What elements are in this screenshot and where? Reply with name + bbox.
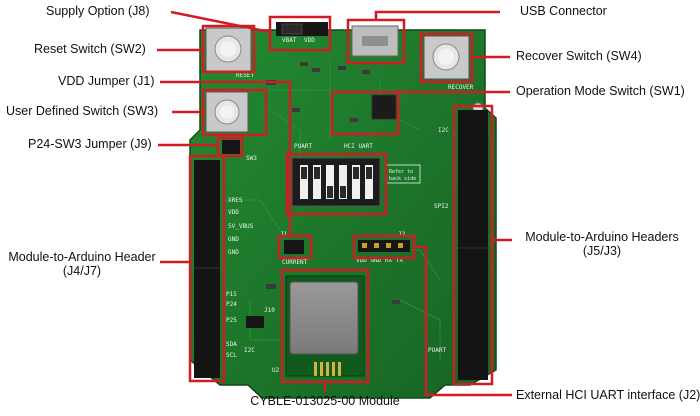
silk-j2: J2: [398, 231, 406, 238]
silk-recover: RECOVER: [448, 84, 474, 91]
cyble-module: [285, 275, 365, 377]
user-switch-sw3: [205, 91, 249, 133]
callout-box-left-header: [188, 154, 226, 383]
silk-p24: P24: [226, 301, 237, 308]
leader-j2: [414, 245, 512, 397]
label-vdd-jumper: VDD Jumper (J1): [58, 74, 155, 88]
vdd-jumper-j1: [284, 240, 304, 254]
label-module-to-arduino-header-line1: Module-to-Arduino Header: [8, 250, 156, 264]
silk-vbat: VBAT: [282, 37, 297, 44]
silk-hci-uart: HCI UART: [344, 143, 373, 150]
callout-box-j9: [216, 136, 244, 158]
label-module-to-arduino-headers: Module-to-Arduino Headers (J5/J3): [512, 230, 692, 258]
label-module: CYBLE-013025-00 Module: [250, 394, 400, 408]
silk-reset: RESET: [236, 72, 254, 79]
silk-5v-vbus: 5V_VBUS: [228, 223, 254, 230]
silk-i2c-left: I2C: [244, 347, 255, 354]
label-operation-mode-switch: Operation Mode Switch (SW1): [516, 84, 685, 98]
silk-j1: J1: [280, 231, 288, 238]
label-module-to-arduino-headers-line2: (J5/J3): [582, 244, 622, 258]
silk-refer: Refer to: [389, 169, 413, 175]
label-recover-switch: Recover Switch (SW4): [516, 49, 642, 63]
silk-gnd-2: GND: [228, 249, 239, 256]
main-ic: [371, 94, 397, 120]
label-usb-connector: USB Connector: [520, 4, 607, 18]
p24-sw3-jumper-j9: [222, 140, 240, 154]
silk-vdd-gnd-rx-tx: VDD GND RX TX: [356, 257, 403, 264]
label-module-to-arduino-header: Module-to-Arduino Header (J4/J7): [2, 250, 162, 278]
callout-box-supply: [268, 15, 332, 52]
silk-back-side: back side: [389, 176, 416, 182]
right-arduino-header: [458, 110, 488, 380]
silk-p25: P25: [226, 317, 237, 324]
label-module-to-arduino-header-line2: (J4/J7): [62, 264, 102, 278]
callout-box-j1: [277, 234, 313, 260]
label-supply-option: Supply Option (J8): [46, 4, 150, 18]
callout-box-right-header: [452, 104, 494, 386]
silk-vdd-left: VDD: [228, 209, 239, 216]
silk-puart: PUART: [294, 143, 312, 150]
silk-spi2: SPI2: [434, 203, 449, 210]
silkscreen: RESET RECOVER VDD VBAT PUART HCI UART Re…: [226, 37, 474, 374]
supply-option-j8: [276, 22, 328, 36]
silk-j10: J10: [264, 307, 275, 314]
leader-supply: [170, 10, 271, 34]
silk-i2c: I2C: [438, 127, 449, 134]
usb-connector: [351, 25, 399, 57]
callout-box-dip: [285, 152, 388, 216]
silk-puart-right: PUART: [428, 347, 446, 354]
silk-p15: P15: [226, 291, 237, 298]
silk-gnd-1: GND: [228, 236, 239, 243]
callout-box-opmode: [330, 90, 400, 136]
hci-uart-header-j2: [358, 240, 410, 252]
callout-leaders: [157, 10, 512, 397]
silk-scl: SCL: [226, 352, 237, 359]
silk-sw3: SW3: [246, 155, 257, 162]
silk-current: CURRENT: [282, 259, 308, 266]
silk-xres: XRES: [228, 197, 243, 204]
label-module-to-arduino-headers-line1: Module-to-Arduino Headers: [525, 230, 679, 244]
leader-usb: [374, 10, 500, 20]
j10-jumper: [246, 316, 264, 328]
leader-vdd: [160, 80, 292, 236]
label-user-defined-switch: User Defined Switch (SW3): [6, 104, 159, 118]
silk-vdd: VDD: [304, 37, 315, 44]
label-external-hci-uart: External HCI UART interface (J2): [516, 388, 700, 402]
reset-switch-sw2: [205, 27, 252, 72]
left-arduino-header: [194, 160, 220, 378]
recover-switch-sw4: [423, 35, 470, 80]
silk-u2: U2: [272, 367, 280, 374]
label-p24-sw3-jumper: P24-SW3 Jumper (J9): [28, 137, 152, 151]
silk-sda: SDA: [226, 341, 237, 348]
operation-mode-switch-sw1: [291, 157, 381, 207]
label-reset-switch: Reset Switch (SW2): [34, 42, 146, 56]
